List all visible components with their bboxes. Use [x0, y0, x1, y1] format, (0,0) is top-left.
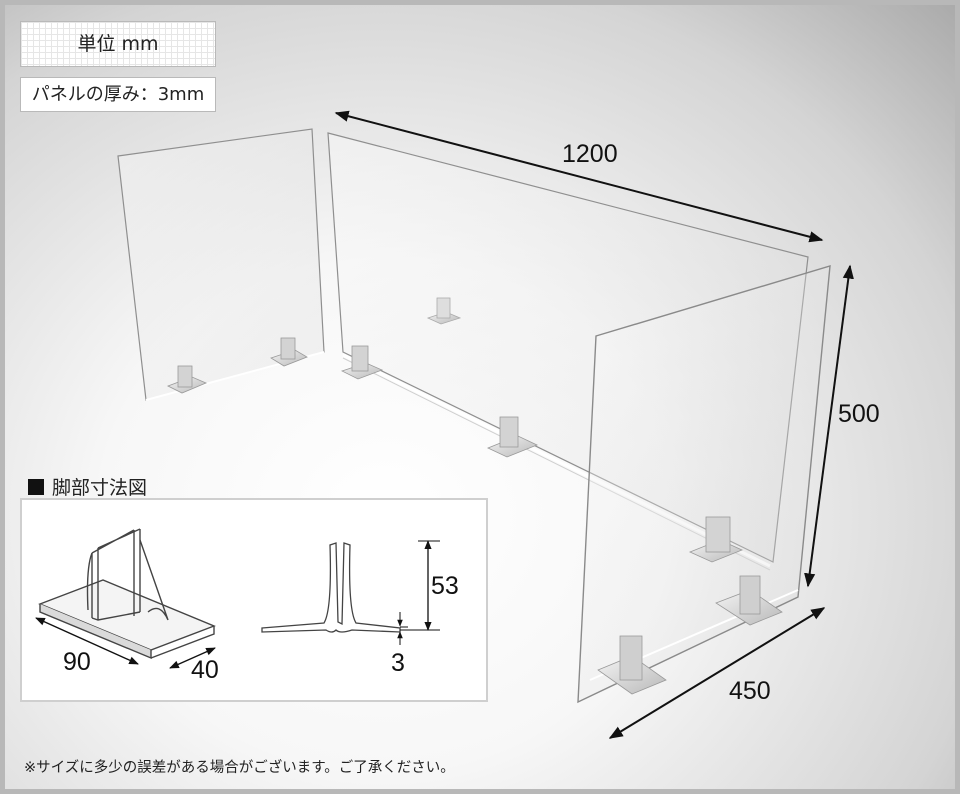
foot-4 [426, 297, 462, 325]
dimension-arrow-height [804, 264, 854, 588]
foot-width-arrow [169, 647, 216, 669]
foot-diagram-title: 脚部寸法図 [28, 473, 147, 500]
foot-1 [167, 365, 208, 394]
dimension-arrow-depth [608, 607, 826, 739]
height-dimension-label: 500 [838, 400, 880, 428]
foot-6 [688, 516, 744, 563]
foot-3d-drawing [38, 528, 216, 660]
depth-dimension-label: 450 [729, 677, 771, 705]
base-thickness-label: 3 [391, 649, 405, 677]
dimension-arrow-width [334, 110, 824, 243]
foot-5 [487, 416, 538, 458]
right-side-panel [577, 265, 831, 704]
foot-width-label: 40 [191, 656, 219, 684]
thickness-label: パネルの厚み：3mm [20, 77, 216, 112]
unit-text: 単位 mm [77, 32, 159, 55]
foot-2 [270, 337, 308, 367]
thickness-text: パネルの厚み：3mm [31, 83, 205, 105]
black-square-icon [28, 478, 44, 495]
foot-profile-drawing [261, 542, 401, 633]
width-dimension-label: 1200 [562, 140, 618, 168]
foot-height-label: 53 [431, 572, 459, 600]
foot-length-label: 90 [63, 648, 91, 676]
unit-label: 単位 mm [20, 21, 216, 67]
footnote: ※サイズに多少の誤差がある場合がございます。ご了承ください。 [24, 760, 455, 776]
foot-length-arrow [35, 617, 139, 665]
foot-diagram-title-text: 脚部寸法図 [52, 477, 148, 499]
foot-3 [340, 345, 384, 380]
